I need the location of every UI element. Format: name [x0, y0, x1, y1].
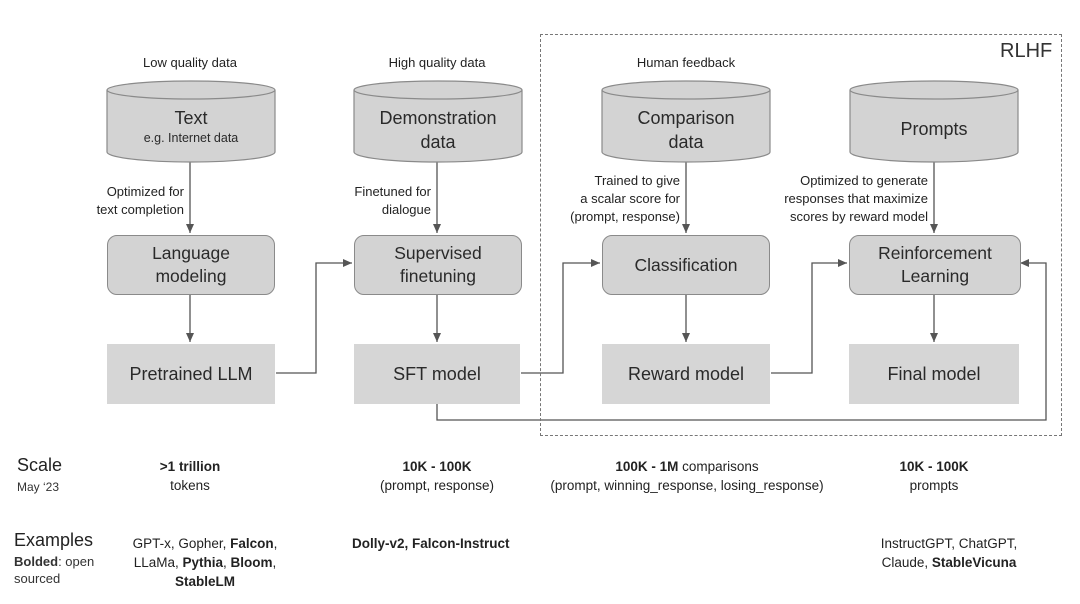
cylinder-shape [849, 80, 1019, 163]
examples-subtitle: Bolded: open sourced [14, 553, 94, 587]
scale-value: 10K - 100K [899, 459, 969, 474]
cylinder-shape [106, 80, 276, 163]
example-name: InstructGPT, ChatGPT, [880, 536, 1018, 551]
scale-unit: (prompt, response) [379, 478, 495, 493]
edge-label-line: a scalar score for [580, 191, 680, 206]
process-reinforcement-learning: Reinforcement Learning [849, 235, 1021, 295]
edge-label-line: Finetuned for [354, 184, 431, 199]
example-name: GPT-x, Gopher, [132, 536, 231, 551]
edge-label-line: text completion [96, 202, 184, 217]
example-name-open: Dolly-v2, Falcon-Instruct [352, 536, 510, 551]
edge-label-line: responses that maximize [784, 191, 928, 206]
scale-subtitle: May ‘23 [17, 480, 60, 494]
process-label: Classification [634, 254, 738, 275]
cylinder-demonstration-data: Demonstration data [353, 80, 523, 164]
edge-label-line: dialogue [381, 202, 431, 217]
scale-value: >1 trillion [159, 459, 221, 474]
examples-sft: Dolly-v2, Falcon-Instruct [352, 534, 572, 553]
example-sep: , [223, 555, 231, 570]
edge-label-line: Trained to give [594, 173, 680, 188]
model-pretrained-llm: Pretrained LLM [107, 344, 275, 404]
scale-pretraining: >1 trillion tokens [90, 457, 290, 495]
example-name: Claude, [881, 555, 932, 570]
process-label: Reinforcement [878, 243, 992, 263]
model-final: Final model [849, 344, 1019, 404]
model-reward: Reward model [602, 344, 770, 404]
cylinder-comparison-data: Comparison data [601, 80, 771, 164]
cylinder-title-line2: data [668, 132, 704, 152]
scale-sft: 10K - 100K (prompt, response) [337, 457, 537, 495]
edge-label-optimized-text: Optimized for text completion [60, 183, 184, 219]
cylinder-text-data: Text e.g. Internet data [106, 80, 276, 164]
process-label-line2: modeling [155, 266, 227, 286]
process-label-line2: finetuning [400, 266, 476, 286]
cylinder-title: Text [174, 108, 208, 128]
scale-unit: prompts [909, 478, 959, 493]
edge-label-line: scores by reward model [790, 209, 928, 224]
example-sep: , [273, 536, 278, 551]
cylinder-title: Comparison [637, 108, 735, 128]
example-name-open: StableLM [174, 574, 235, 589]
examples-note-rest: : open [58, 554, 95, 569]
cylinder-prompts: Prompts [849, 80, 1019, 164]
examples-bold-note: Bolded [14, 554, 59, 569]
scale-unit: (prompt, winning_response, losing_respon… [550, 478, 824, 493]
edge-label-line: Optimized for [106, 184, 184, 199]
examples-title: Examples [14, 530, 94, 550]
scale-value-rest: comparisons [678, 459, 759, 474]
examples-note-line2: sourced [14, 571, 61, 586]
scale-value: 10K - 100K [402, 459, 472, 474]
process-classification: Classification [602, 235, 770, 295]
cylinder-title: Demonstration [379, 108, 497, 128]
example-name-open: Pythia [182, 555, 223, 570]
scale-title: Scale [17, 455, 63, 475]
top-label-high-quality: High quality data [388, 55, 486, 70]
scale-reward: 100K - 1M comparisons (prompt, winning_r… [531, 457, 843, 495]
rlhf-region [540, 34, 1062, 436]
edge-label-line: Optimized to generate [800, 173, 928, 188]
example-name-open: Bloom [230, 555, 273, 570]
cylinder-subtitle: e.g. Internet data [143, 131, 239, 145]
example-sep: , [272, 555, 277, 570]
example-name-open: Falcon [230, 536, 274, 551]
cylinder-title: Prompts [900, 119, 968, 139]
cylinder-shape [353, 80, 523, 163]
top-label-low-quality: Low quality data [143, 55, 237, 70]
example-name-open: StableVicuna [931, 555, 1017, 570]
scale-rl: 10K - 100K prompts [849, 457, 1019, 495]
scale-unit: tokens [170, 478, 210, 493]
process-label-line2: Learning [900, 266, 970, 286]
example-name: LLaMa, [133, 555, 183, 570]
process-label: Language [152, 243, 230, 263]
rlhf-label: RLHF [1000, 40, 1053, 62]
edge-label-finetuned: Finetuned for dialogue [300, 183, 431, 219]
examples-pretrained: GPT-x, Gopher, Falcon, LLaMa, Pythia, Bl… [100, 534, 310, 591]
cylinder-title-line2: data [420, 132, 456, 152]
process-supervised-finetuning: Supervised finetuning [354, 235, 522, 295]
edge-label-line: (prompt, response) [570, 209, 680, 224]
edge-label-trained-scalar: Trained to give a scalar score for (prom… [540, 172, 680, 226]
process-language-modeling: Language modeling [107, 235, 275, 295]
examples-rl: InstructGPT, ChatGPT, Claude, StableVicu… [849, 534, 1049, 572]
process-label: Supervised [394, 243, 482, 263]
scale-value: 100K - 1M [615, 459, 679, 474]
edge-label-optimized-generate: Optimized to generate responses that max… [748, 172, 928, 226]
cylinder-shape [601, 80, 771, 163]
model-sft: SFT model [354, 344, 520, 404]
top-label-human-feedback: Human feedback [636, 55, 736, 70]
